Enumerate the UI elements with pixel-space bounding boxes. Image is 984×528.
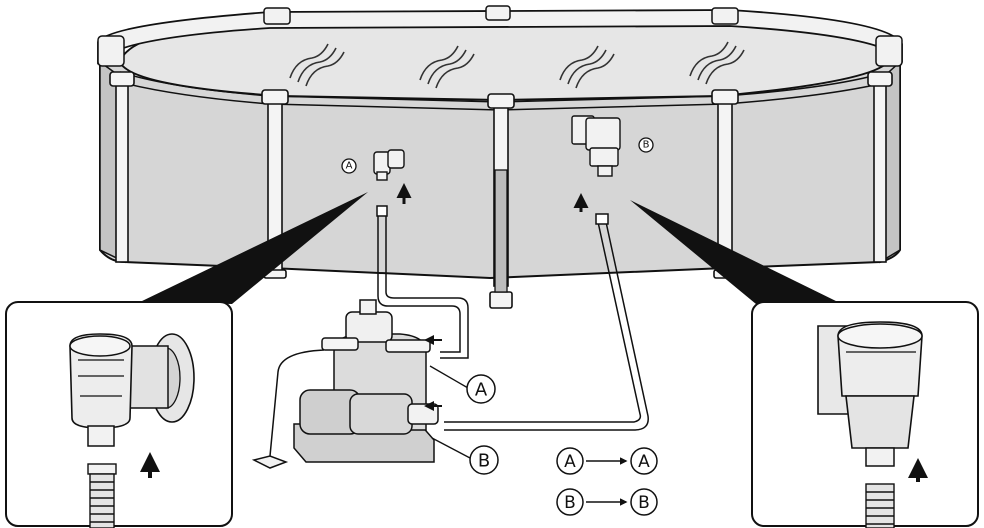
pump-b-tag: B <box>478 451 490 472</box>
fitting-a-tag-circle <box>341 158 357 174</box>
fitting-b-tag-circle <box>638 137 654 153</box>
detail-panel-fitting-a <box>5 301 233 528</box>
legend-a-from: A <box>564 452 576 472</box>
skimmer-b <box>571 115 621 177</box>
hose-b <box>444 213 649 431</box>
pump-a-tag-circle <box>466 374 496 404</box>
callout-wedge-right <box>630 200 842 304</box>
fitting-b-tag: B <box>643 140 650 151</box>
legend-b-to: B <box>638 493 650 513</box>
fitting-a-tag: A <box>346 161 353 172</box>
sand-filter-pump <box>251 299 439 469</box>
pump-b-tag-circle <box>469 445 499 475</box>
pump-a-tag: A <box>475 380 488 401</box>
hose-a <box>376 205 469 359</box>
pool-legs <box>109 71 893 309</box>
callout-wedge-left <box>140 192 368 304</box>
strainer-fitting-a <box>373 149 405 181</box>
detail-panel-skimmer-b <box>751 301 979 528</box>
connection-legend: A A B B <box>556 447 658 516</box>
wave-icon <box>289 41 745 89</box>
legend-b-from: B <box>564 493 576 513</box>
legend-a-to: A <box>638 452 650 472</box>
above-ground-pool <box>97 5 903 309</box>
